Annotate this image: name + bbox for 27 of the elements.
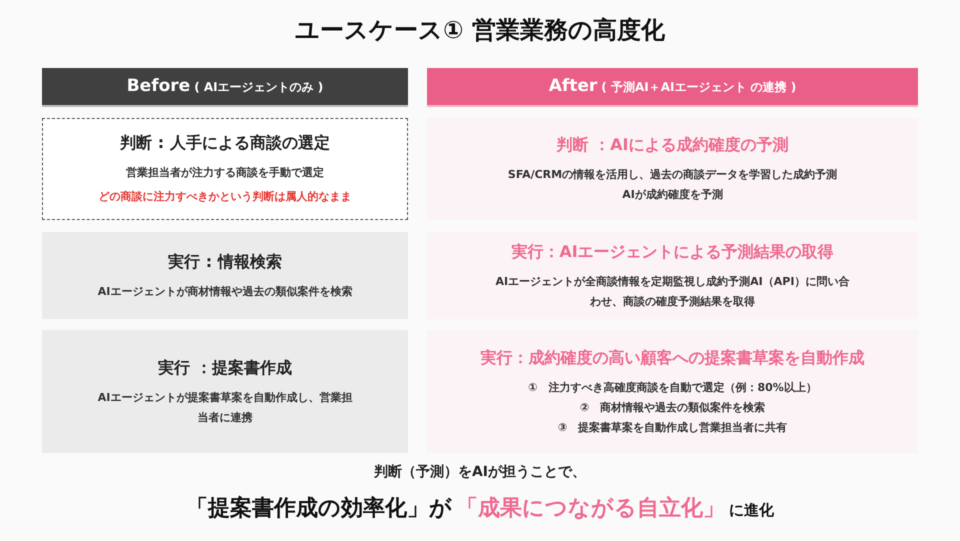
column-title: After	[548, 74, 598, 98]
step-heading: 実行：成約確度の高い顧客への提案書草案を自動作成	[480, 346, 864, 368]
summary-text: 判断（予測）をAIが担うことで、	[374, 463, 586, 482]
conclusion-text: 「提案書作成の効率化」が	[186, 494, 452, 523]
column-title: Before	[126, 74, 190, 98]
step-description: ③ 提案書草案を自動作成し営業担当者に共有	[558, 420, 788, 436]
step-heading: 判断 ：AIによる成約確度の予測	[556, 134, 788, 156]
slide-title: ユースケース① 営業業務の高度化	[295, 15, 665, 46]
column-subtitle: ( 予測AI＋AIエージェント の連携 )	[601, 78, 796, 96]
warning-note: どの商談に注力すべきかという判断は属人的なまま	[98, 189, 352, 205]
step-description: AIエージェントが提案書草案を自動作成し、営業担当者に連携	[96, 390, 354, 426]
step-card	[42, 118, 408, 220]
conclusion-text: 「成果につながる自立化」	[456, 494, 725, 523]
step-heading: 実行：AIエージェントによる予測結果の取得	[511, 240, 834, 262]
column-header	[427, 68, 918, 105]
step-description: SFA/CRMの情報を活用し、過去の商談データを学習した成約予測AIが成約確度を予測	[508, 167, 838, 203]
step-description: 営業担当者が注力する商談を手動で選定	[126, 165, 324, 181]
step-description: AIエージェントが全商談情報を定期監視し成約予測AI（API）に問い合わせ、商談の確度予測結果を取得	[494, 274, 850, 310]
step-description: ② 商材情報や過去の類似案件を検索	[580, 400, 766, 416]
column-subtitle: ( AIエージェントのみ )	[194, 78, 324, 96]
step-description: AIエージェントが商材情報や過去の類似案件を検索	[98, 284, 352, 300]
step-description: ① 注力すべき高確度商談を自動で選定（例：80%以上）	[528, 380, 817, 396]
conclusion-text: に進化	[729, 500, 774, 521]
step-heading: 判断 : 人手による商談の選定	[120, 132, 330, 154]
step-heading: 実行 : 情報検索	[168, 250, 282, 272]
column-header	[42, 68, 408, 105]
step-heading: 実行 ：提案書作成	[158, 356, 292, 378]
